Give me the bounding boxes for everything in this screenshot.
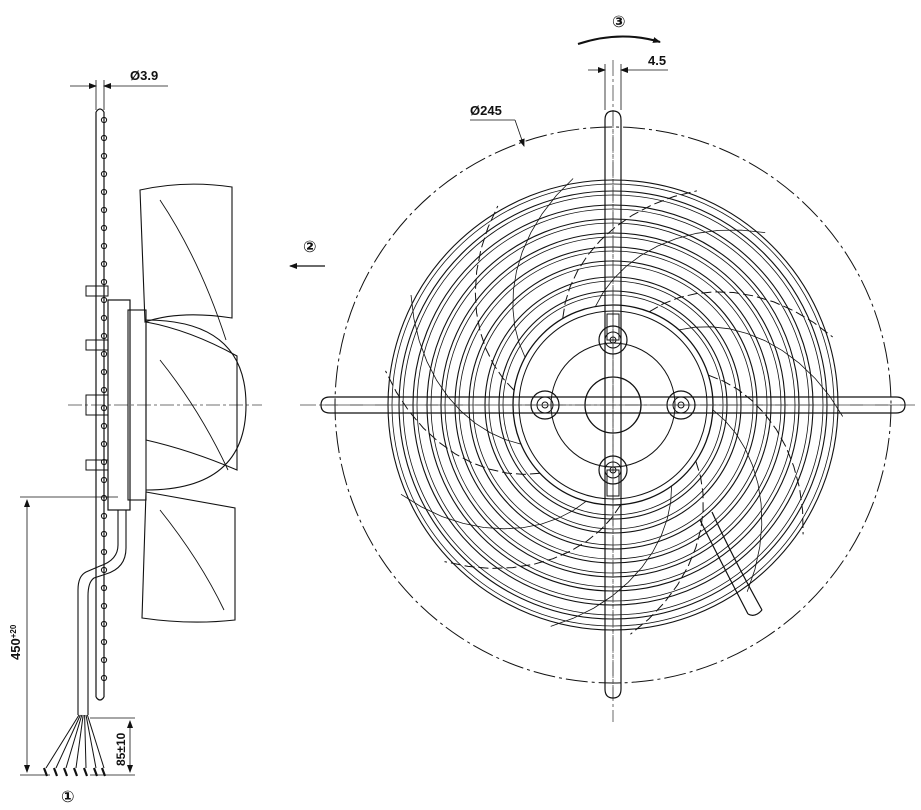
guard-ring-section: [100, 206, 108, 214]
mounting-hole-inner: [536, 396, 554, 414]
guard-ring-section: [100, 674, 108, 682]
cable-diameter-label: Ø3.9: [130, 68, 158, 83]
blade-edge-trailing: [512, 178, 574, 358]
guard-ring-section: [100, 332, 108, 340]
guard-ring-section: [100, 278, 108, 286]
guard-ring-section: [100, 188, 108, 196]
wire: [75, 714, 84, 769]
guard-rod-side: [95, 108, 105, 701]
guard-ring-section: [100, 260, 108, 268]
guard-ring-section: [100, 530, 108, 538]
blade-edge-trailing: [712, 409, 763, 592]
guard-ring-section: [100, 602, 108, 610]
blade-edge: [474, 205, 515, 391]
guard-ring-section: [100, 512, 108, 520]
callout-rotation: ③: [612, 14, 626, 31]
guard-ring-section: [100, 386, 108, 394]
blade-edge: [444, 504, 622, 569]
mounting-hole: [530, 390, 560, 420]
guard-ring-section: [100, 620, 108, 628]
outer-diameter-label: Ø245: [470, 103, 502, 118]
svg-text:450+20: 450+20: [8, 624, 23, 660]
blade-edge-trailing: [400, 493, 587, 530]
guard-ring-section: [100, 134, 108, 142]
blade-edge: [648, 291, 834, 338]
guard-offset-label: 4.5: [648, 53, 666, 68]
guard-ring-section: [100, 584, 108, 592]
blade-edge-trailing: [678, 326, 844, 417]
cable-wires: [42, 714, 107, 777]
guard-ring-section: [100, 638, 108, 646]
cable-front: [699, 511, 763, 616]
mounting-hole-center: [541, 401, 549, 409]
guard-ring-section: [100, 494, 108, 502]
rotation-indicator: ③: [577, 14, 661, 45]
cable-length-label: 450: [8, 638, 23, 660]
dim-strip-length: 85±10: [90, 717, 135, 776]
wire: [55, 714, 81, 769]
dim-cable-length: 450+20: [8, 496, 118, 776]
mounting-studs: [85, 285, 109, 471]
blades-front: [385, 178, 844, 635]
guard-ring-section: [100, 170, 108, 178]
blades-side: [139, 183, 238, 623]
guard-ring-dots: [100, 116, 108, 682]
guard-ring-section: [100, 296, 108, 304]
guard-ring-section: [100, 224, 108, 232]
wire: [85, 714, 97, 769]
wire: [84, 714, 87, 769]
callout-airflow: ②: [303, 239, 317, 256]
mounting-hole-inner: [672, 396, 690, 414]
mounting-hole: [598, 455, 628, 485]
wire-end: [62, 767, 69, 777]
guard-ring-section: [100, 458, 108, 466]
wire-end: [72, 767, 79, 777]
dim-outer-diameter: Ø245: [470, 103, 525, 147]
callout-cable: ①: [61, 789, 75, 806]
guard-ring-section: [100, 350, 108, 358]
guard-ring-section: [100, 404, 108, 412]
mounting-hole-inner: [604, 461, 622, 479]
guard-ring-section: [100, 440, 108, 448]
wire-end: [82, 767, 89, 777]
mounting-hole-center: [677, 401, 685, 409]
blade-edge-trailing: [550, 486, 672, 627]
dim-guard-offset: 4.5: [588, 53, 668, 110]
mounting-slot: [606, 313, 620, 341]
cable-side: [42, 510, 127, 777]
mounting-slot: [606, 469, 620, 497]
mounting-hole-inner: [604, 331, 622, 349]
mounting-hole: [598, 325, 628, 355]
blade-edge-trailing: [595, 229, 766, 307]
guard-ring-section: [100, 476, 108, 484]
guard-ring-section: [100, 422, 108, 430]
blade-edge: [630, 460, 704, 635]
mounting-hole: [666, 390, 696, 420]
guard-ring-section: [100, 152, 108, 160]
cable-length-tolerance: +20: [9, 624, 18, 638]
guard-ring-section: [100, 656, 108, 664]
strip-length-label: 85±10: [114, 732, 128, 766]
guard-ring-section: [100, 314, 108, 322]
side-view: Ø3.9 450+20 85±10 ①: [8, 68, 262, 806]
guard-ring-section: [100, 548, 108, 556]
guard-ring-section: [100, 566, 108, 574]
guard-ring-section: [100, 368, 108, 376]
mounting-holes: [530, 313, 696, 497]
guard-ring-section: [100, 116, 108, 124]
motor-hub: [500, 300, 726, 510]
wire: [86, 714, 105, 769]
airflow-indicator: ②: [289, 239, 325, 269]
blade-edge: [708, 374, 804, 535]
dim-cable-diameter: Ø3.9: [70, 68, 168, 110]
wire: [65, 714, 83, 769]
guard-ring-section: [100, 242, 108, 250]
wire: [45, 714, 80, 769]
blade-edge: [562, 190, 698, 319]
wire-end: [52, 767, 59, 777]
front-view: Ø245 4.5 ③: [300, 14, 915, 722]
